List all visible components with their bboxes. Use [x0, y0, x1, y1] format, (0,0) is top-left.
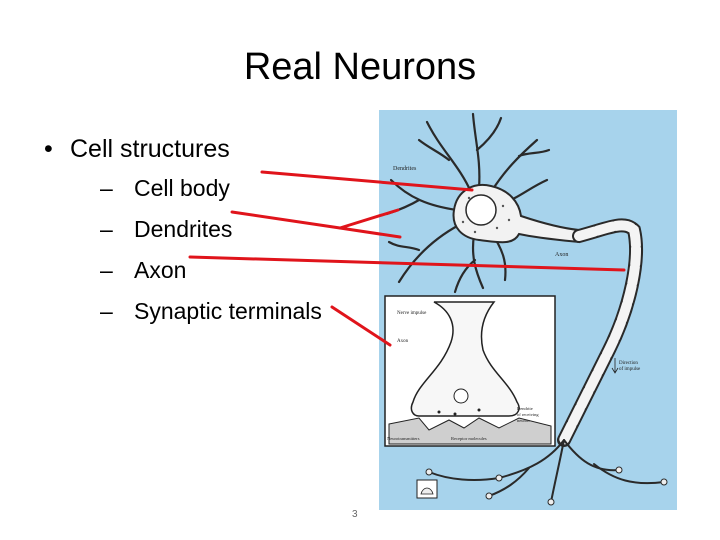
- label-receiving: of receiving: [517, 412, 539, 417]
- sub-bullet-dendrites: –Dendrites: [100, 215, 322, 243]
- label-dendrite-of: Dendrite: [517, 406, 533, 411]
- label-axon: Axon: [555, 252, 568, 258]
- synaptic-terminal-knobs: [425, 466, 668, 506]
- sub-bullet-axon: –Axon: [100, 256, 322, 284]
- label-neurotransmitters: Neurotransmitters: [387, 436, 420, 441]
- direction-arrow-icon: [611, 358, 619, 374]
- dash-icon: –: [100, 298, 113, 324]
- bullet-text: Cell structures: [70, 135, 230, 163]
- label-nerve-impulse: Nerve impulse: [397, 311, 427, 316]
- label-neuron: neuron: [517, 418, 530, 423]
- slide-number: 3: [352, 509, 358, 520]
- slide-title: Real Neurons: [243, 46, 477, 88]
- sub-bullet-text: Dendrites: [134, 216, 233, 242]
- dash-icon: –: [100, 175, 113, 201]
- dash-icon: –: [100, 257, 113, 283]
- label-of-impulse: of impulse: [619, 367, 641, 372]
- sub-bullet-list: –Cell body –Dendrites –Axon –Synaptic te…: [70, 174, 322, 325]
- dash-icon: –: [100, 216, 113, 242]
- label-dendrites: Dendrites: [393, 166, 417, 172]
- label-direction: Direction: [619, 361, 638, 366]
- sub-bullet-text: Synaptic terminals: [134, 298, 322, 324]
- neuron-illustration: Nerve impulse Axon Neurotransmitters Rec…: [379, 110, 677, 510]
- label-receptor-molecules: Receptor molecules: [451, 436, 487, 441]
- label-axon-inset: Axon: [397, 339, 409, 344]
- sub-bullet-text: Axon: [134, 257, 187, 283]
- synapse-inset: Nerve impulse Axon Neurotransmitters Rec…: [384, 295, 556, 447]
- sub-bullet-cell-body: –Cell body: [100, 174, 322, 202]
- sub-bullet-synaptic-terminals: –Synaptic terminals: [100, 297, 322, 325]
- axon: [425, 218, 668, 506]
- synaptic-vesicle: [453, 388, 469, 404]
- cell-body: [452, 184, 580, 244]
- bullet-dot-icon: •: [44, 135, 53, 163]
- nucleus: [465, 194, 497, 226]
- axon-terminal-branches: [428, 439, 665, 503]
- sub-bullet-text: Cell body: [134, 175, 230, 201]
- bullet-list: • Cell structures –Cell body –Dendrites …: [40, 132, 322, 338]
- bullet-cell-structures: • Cell structures –Cell body –Dendrites …: [40, 132, 322, 325]
